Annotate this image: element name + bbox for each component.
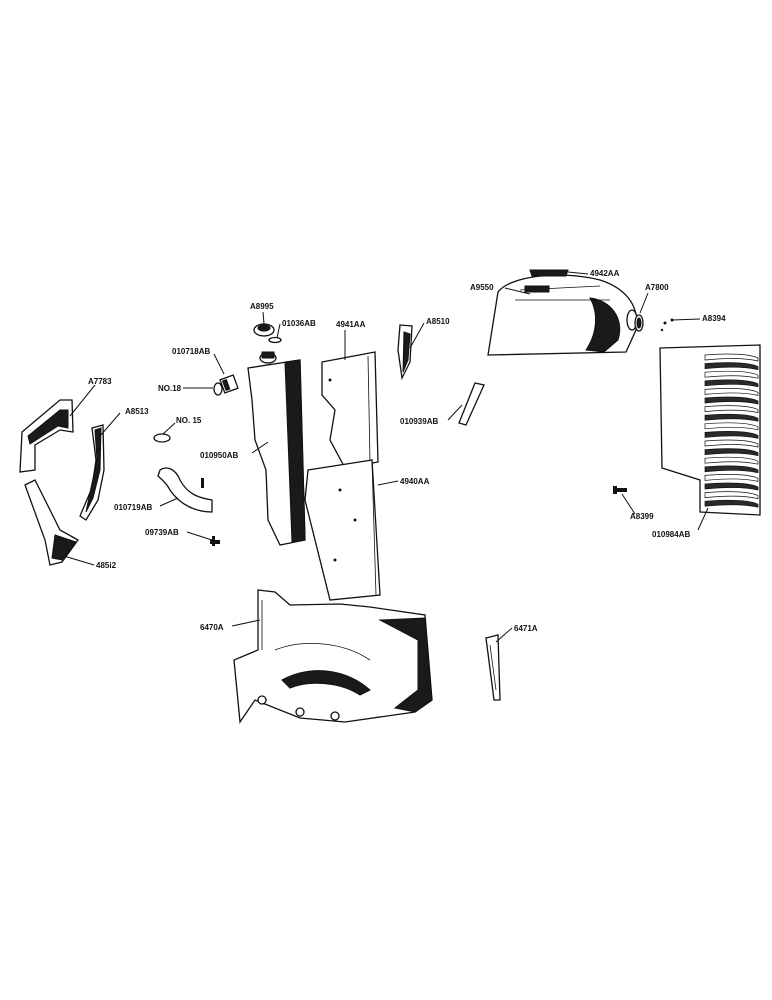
grille-bar (704, 396, 759, 405)
fuel-tank-part (247, 351, 306, 546)
label-01036AB: 01036AB (282, 319, 316, 328)
grille-bar (704, 439, 759, 448)
grille-bar (704, 370, 759, 379)
label-6471A: 6471A (514, 624, 538, 633)
grille-part (659, 344, 761, 516)
label-6470A: 6470A (200, 623, 224, 632)
grille-bolt-part (613, 486, 627, 494)
label-A8399: A8399 (630, 512, 654, 521)
label-010939AB: 010939AB (400, 417, 438, 426)
lower-panel-part (304, 459, 381, 601)
leader-lines (63, 271, 709, 643)
label-485i2: 485i2 (96, 561, 117, 570)
clamp-small-part (153, 433, 171, 443)
label-NO18: NO.18 (158, 384, 182, 393)
label-010984AB: 010984AB (652, 530, 690, 539)
label-010718AB: 010718AB (172, 347, 210, 356)
label-4942AA: 4942AA (590, 269, 620, 278)
hood-tab-part (529, 269, 569, 277)
grille-bar (704, 353, 759, 362)
grille-bar (704, 431, 759, 439)
grille-bar (704, 499, 759, 508)
upper-panel-part (321, 351, 379, 469)
grille-bar (704, 362, 759, 371)
rod-part (458, 382, 485, 426)
base-housing-part (233, 589, 433, 724)
label-4940AA: 4940AA (400, 477, 430, 486)
grille-bar (704, 379, 759, 388)
grille-bar (704, 482, 759, 491)
grille-bar (704, 491, 759, 500)
label-A8510: A8510 (426, 317, 450, 326)
label-A8513: A8513 (125, 407, 149, 416)
grille-bar (704, 448, 759, 457)
grille-bar (704, 405, 759, 414)
strip-part (24, 479, 79, 566)
grille-bar (704, 413, 759, 422)
hood-part (487, 274, 638, 356)
label-A7800: A7800 (645, 283, 669, 292)
label-4941AA: 4941AA (336, 320, 366, 329)
left-frame-part (19, 399, 74, 473)
grille-bar (704, 465, 759, 474)
hose-coupling-part (219, 374, 239, 394)
part-labels: 4942AA A9550 A7800 A8394 A8995 01036AB 4… (88, 269, 726, 633)
small-gasket-part (268, 336, 282, 344)
bolt-part (660, 318, 674, 332)
label-A7783: A7783 (88, 377, 112, 386)
clamp-part (213, 382, 223, 396)
label-09739AB: 09739AB (145, 528, 179, 537)
curved-bracket-part (79, 424, 105, 521)
hose-part (157, 467, 213, 513)
grille-bar (704, 474, 759, 482)
bolt-small-part (210, 536, 220, 546)
cover-plate-part (485, 634, 501, 701)
label-NO15: NO. 15 (176, 416, 202, 425)
label-A9550: A9550 (470, 283, 494, 292)
cap-part (253, 323, 275, 337)
label-010719AB: 010719AB (114, 503, 152, 512)
grille-bar (704, 388, 759, 396)
grille-bar (704, 422, 759, 431)
grille-bar (704, 456, 759, 465)
label-A8394: A8394 (702, 314, 726, 323)
label-010950AB: 010950AB (200, 451, 238, 460)
label-A8995: A8995 (250, 302, 274, 311)
gasket-ring-part (634, 314, 644, 332)
side-bracket-part (397, 324, 413, 381)
